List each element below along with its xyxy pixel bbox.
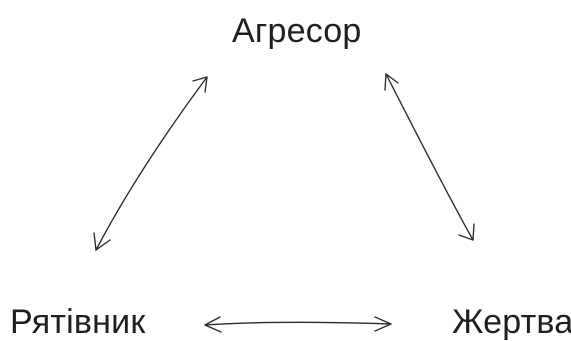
arrowhead-top [192,76,208,93]
arrowhead-bottom [93,232,111,251]
arrowhead-top [384,73,399,91]
edge-rescuer-victim [204,316,392,333]
arrowhead-bottom [458,223,475,241]
edge-aggressor-rescuer [93,76,208,251]
node-label-rescuer: Рятівник [10,303,146,341]
arrow-shaft [204,321,392,326]
edge-aggressor-victim [384,73,475,241]
arrowhead-left [204,316,222,333]
arrowhead-right [374,316,392,332]
arrow-shaft [385,73,474,241]
arrow-shaft [95,76,208,251]
node-label-aggressor: Агресор [232,12,362,50]
node-label-victim: Жертва [452,303,571,341]
